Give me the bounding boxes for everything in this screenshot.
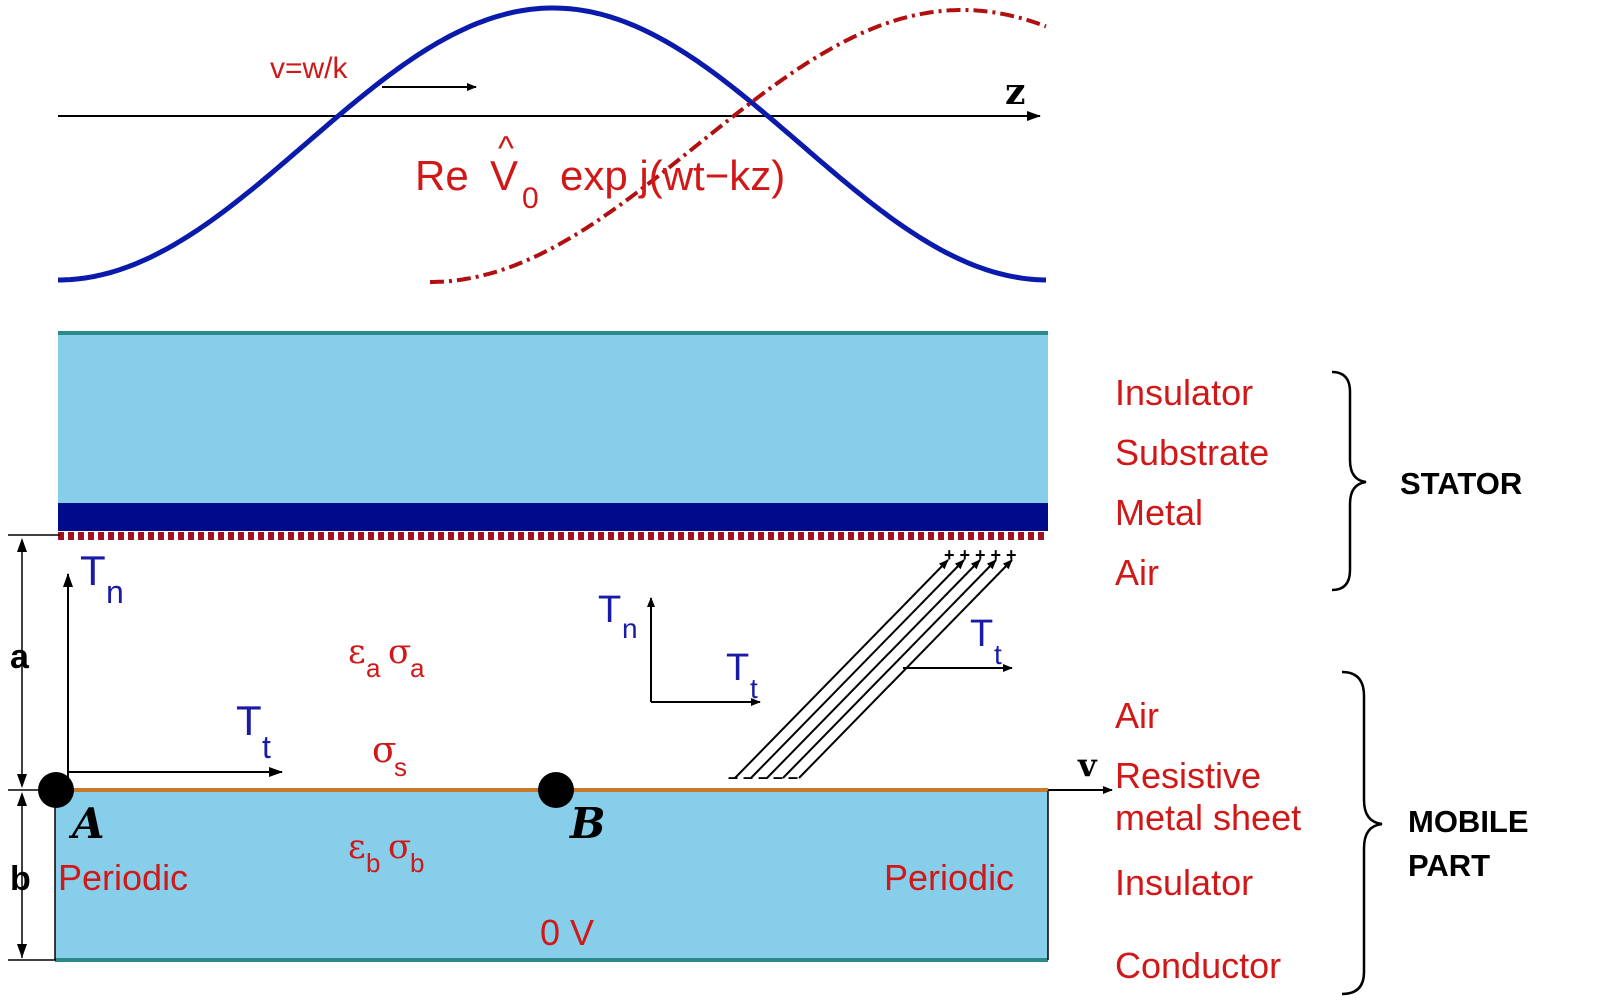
eps-a: ε [348, 632, 366, 672]
mobile-insulator [55, 791, 1048, 960]
stator-brace [1331, 370, 1367, 592]
tn-label-left: T [80, 547, 106, 594]
tt-sub-field: t [994, 639, 1002, 670]
sig-b-sub: b [410, 848, 424, 878]
tt-label-mid: T [726, 647, 749, 689]
field-line [766, 559, 981, 779]
wave-expression: Re V ^ 0 exp j(wt−kz) [415, 130, 785, 215]
minus-charges: – – – – – [728, 767, 798, 787]
point-a-label: A [68, 799, 105, 848]
layer-legend: Insulator Substrate Metal Air Air Resist… [1115, 370, 1529, 996]
sig-s: σ [372, 730, 397, 771]
field-line [750, 559, 965, 779]
sig-a: σ [388, 632, 411, 672]
tt-label-field: T [970, 613, 993, 655]
tn-sub-left: n [106, 574, 124, 610]
material-params: ε a σ a σ s ε b σ b Periodic Periodic 0 … [58, 632, 1014, 953]
tt-sub-mid: t [750, 673, 758, 704]
sig-b: σ [388, 827, 411, 867]
stator-insulator [58, 333, 1048, 503]
mobile-group-label-1: MOBILE [1408, 804, 1529, 839]
mobile-layer-resistive: Resistive [1115, 755, 1261, 796]
stator-metal [58, 503, 1048, 531]
mobile-layer-conductor: Conductor [1115, 945, 1281, 986]
field-lines: + + + + + – – – – – T t [728, 545, 1017, 787]
tn-sub-mid: n [622, 613, 638, 644]
zero-volt-label: 0 V [540, 912, 594, 953]
sig-s-sub: s [394, 752, 407, 782]
z-axis-label: z [1005, 71, 1025, 113]
v-arrow-label: v [1077, 746, 1098, 784]
point-b-dot [538, 772, 574, 808]
eps-b: ε [348, 827, 366, 867]
mobile-layer-metal-sheet: metal sheet [1115, 797, 1301, 838]
stator-layer-substrate: Substrate [1115, 432, 1269, 473]
velocity-label: v=w/k [270, 52, 349, 85]
mobile-layers: v [54, 746, 1113, 962]
stator-layer-insulator: Insulator [1115, 372, 1253, 413]
field-line [734, 559, 949, 779]
tt-label-left: T [236, 697, 262, 744]
stress-axes-mid: T n T t [598, 589, 761, 706]
dim-arrowhead-top [17, 538, 27, 552]
stator-layers [58, 331, 1048, 540]
red-shifted-wave [430, 8, 1047, 284]
expr-hat: ^ [498, 130, 514, 168]
dim-a-label: a [10, 638, 30, 676]
field-line [782, 559, 997, 779]
dim-arrowhead-b-top [17, 792, 27, 806]
stress-axes-left: T n T t [63, 547, 283, 790]
points: A B [38, 772, 606, 848]
expr-re: Re [415, 152, 469, 199]
sig-a-sub: a [410, 653, 425, 683]
expr-exp: exp j(wt−kz) [560, 152, 785, 199]
blue-sine-wave [58, 5, 1047, 283]
periodic-left-label: Periodic [58, 857, 188, 898]
mobile-layer-air: Air [1115, 695, 1159, 736]
periodic-right-label: Periodic [884, 857, 1014, 898]
dim-arrowhead-a-bottom [17, 774, 27, 788]
wave-section: z v=w/k Re V ^ 0 exp j(wt−kz) [58, 5, 1047, 284]
tn-label-mid: T [598, 589, 621, 631]
point-b-label: B [569, 799, 606, 848]
mobile-layer-insulator: Insulator [1115, 862, 1253, 903]
expr-v: V [490, 152, 518, 199]
stator-layer-air: Air [1115, 552, 1159, 593]
stator-layer-metal: Metal [1115, 492, 1203, 533]
stator-group-label: STATOR [1400, 466, 1522, 501]
tt-sub-left: t [262, 729, 271, 765]
mobile-brace [1341, 670, 1383, 996]
expr-sub: 0 [522, 182, 539, 215]
eps-a-sub: a [366, 653, 381, 683]
dim-arrowhead-bottom [17, 944, 27, 958]
mobile-group-label-2: PART [1408, 848, 1490, 883]
dim-b-label: b [10, 860, 31, 898]
dimensions: a b [8, 534, 60, 961]
point-a-dot [38, 772, 74, 808]
eps-b-sub: b [366, 848, 380, 878]
plus-charges: + + + + + [944, 545, 1017, 565]
